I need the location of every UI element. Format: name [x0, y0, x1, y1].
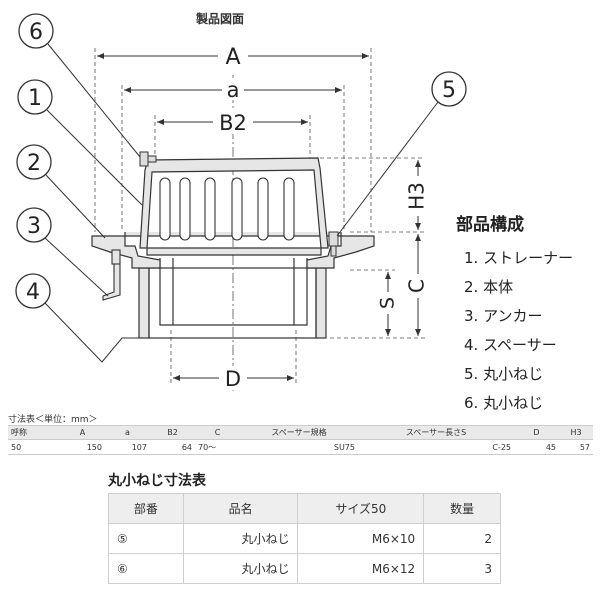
screw-cell: 2 [423, 523, 501, 554]
dim-label-C: C [405, 279, 429, 293]
screw-header-cell: サイズ50 [297, 493, 425, 524]
dim-cell: 50 [8, 439, 60, 455]
extension-lines [94, 48, 425, 385]
callout-2: 2 [16, 144, 52, 180]
dim-header-cell: スペーサー規格 [240, 425, 358, 440]
screw-table-header: 部番 品名 サイズ50 数量 [108, 493, 501, 524]
callout-3: 3 [16, 207, 52, 243]
dim-header-cell: A [60, 425, 105, 440]
dim-header-cell: 呼称 [8, 425, 60, 440]
callout-5-label: 5 [442, 78, 456, 103]
dim-header-cell: H3 [559, 425, 593, 440]
dim-cell: SU75 [240, 439, 358, 455]
part-item-screw-5: 5. 丸小ねじ [464, 365, 544, 383]
dim-label-H3: H3 [405, 182, 429, 210]
parts-title: 部品構成 [456, 215, 524, 235]
dim-label-D: D [225, 367, 241, 391]
anchor [102, 249, 121, 301]
callout-4-label: 4 [26, 280, 40, 305]
dim-label-A: A [225, 45, 240, 70]
dim-cell: C-25 [358, 439, 514, 455]
parts-list: 1. ストレーナー 2. 本体 3. アンカー 4. スペーサー 5. 丸小ねじ… [464, 244, 573, 418]
screw-cell: 丸小ねじ [182, 523, 299, 554]
screw-cell: ⑤ [108, 523, 184, 554]
callout-1-label: 1 [28, 86, 42, 111]
dimension-label-group: A a B2 D H3 C S [213, 44, 429, 391]
dim-header-cell: B2 [150, 425, 195, 440]
dim-cell: 57 [559, 439, 593, 455]
part-item-body: 2. 本体 [464, 278, 514, 296]
figure-title: 製品図面 [196, 12, 245, 26]
callout-group: 6 1 2 3 4 5 [15, 13, 467, 309]
dim-header-cell: a [105, 425, 150, 440]
part-item-screw-6: 6. 丸小ねじ [464, 394, 544, 412]
dim-cell: 107 [105, 439, 150, 455]
screw-6 [139, 151, 157, 167]
dimension-table: 呼称 A a B2 C スペーサー規格 スペーサー長さS D H3 50 150… [8, 425, 593, 455]
screw-header-cell: 数量 [423, 493, 501, 524]
screw-header-cell: 品名 [182, 493, 299, 524]
screw-cell: M6×10 [297, 523, 425, 554]
screw-header-cell: 部番 [108, 493, 184, 524]
dim-cell: 45 [514, 439, 559, 455]
callout-1: 1 [17, 79, 53, 115]
dim-cell: 70～ [195, 439, 240, 455]
dimension-table-header: 呼称 A a B2 C スペーサー規格 スペーサー長さS D H3 [8, 425, 593, 440]
part-item-strainer: 1. ストレーナー [464, 249, 574, 267]
screw-cell: 丸小ねじ [182, 553, 299, 584]
dimension-table-caption: 寸法表＜単位：mm＞ [8, 415, 98, 425]
callout-3-label: 3 [27, 214, 41, 239]
callout-6: 6 [18, 13, 54, 49]
part-item-anchor: 3. アンカー [464, 307, 543, 325]
leader-lines [44, 43, 439, 363]
screw-cell: ⑥ [108, 553, 184, 584]
dim-header-cell: C [195, 425, 240, 440]
dim-cell: 150 [60, 439, 105, 455]
dim-header-cell: スペーサー長さS [358, 425, 514, 440]
part-item-spacer: 4. スペーサー [464, 336, 557, 354]
table-row: 50 150 107 64 70～ SU75 C-25 45 57 [8, 439, 593, 455]
table-row: ⑥ 丸小ねじ M6×12 3 [108, 553, 501, 584]
screw-table-title: 丸小ねじ寸法表 [108, 473, 206, 489]
body-pipe [138, 258, 327, 339]
dim-header-cell: D [514, 425, 559, 440]
table-row: ⑤ 丸小ねじ M6×10 2 [108, 523, 501, 554]
strainer-slots [159, 177, 295, 241]
callout-4: 4 [15, 273, 51, 309]
screw-cell: M6×12 [297, 553, 425, 584]
dim-label-a: a [227, 78, 240, 102]
screw-cell: 3 [423, 553, 501, 584]
screw-table: 部番 品名 サイズ50 数量 ⑤ 丸小ねじ M6×10 2 ⑥ 丸小ねじ M6×… [108, 493, 501, 584]
screw-5 [328, 231, 339, 257]
dim-label-B2: B2 [219, 111, 247, 135]
callout-2-label: 2 [27, 151, 41, 176]
callout-5: 5 [431, 71, 467, 107]
dim-label-S: S [377, 297, 399, 309]
callout-6-label: 6 [29, 20, 43, 45]
dim-cell: 64 [150, 439, 195, 455]
technical-drawing: A a B2 D H3 C S [15, 13, 467, 392]
